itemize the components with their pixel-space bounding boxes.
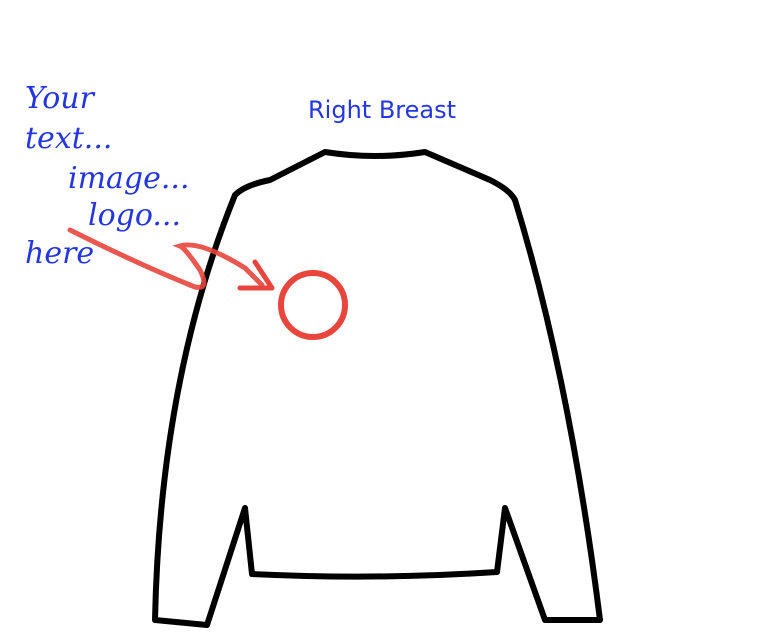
hint-line: here — [25, 236, 94, 271]
placement-marker — [278, 270, 348, 340]
arrow-head-icon — [237, 259, 275, 291]
hint-line: Your — [25, 81, 96, 116]
hint-line: image... — [68, 161, 190, 196]
hint-line: text... — [25, 121, 112, 156]
handwritten-hint: Your text... image... logo... here — [25, 81, 190, 271]
placement-label: Right Breast — [308, 96, 456, 124]
arrow-icon — [67, 227, 265, 290]
hint-line: logo... — [88, 198, 181, 233]
sweater-outline — [152, 149, 603, 628]
